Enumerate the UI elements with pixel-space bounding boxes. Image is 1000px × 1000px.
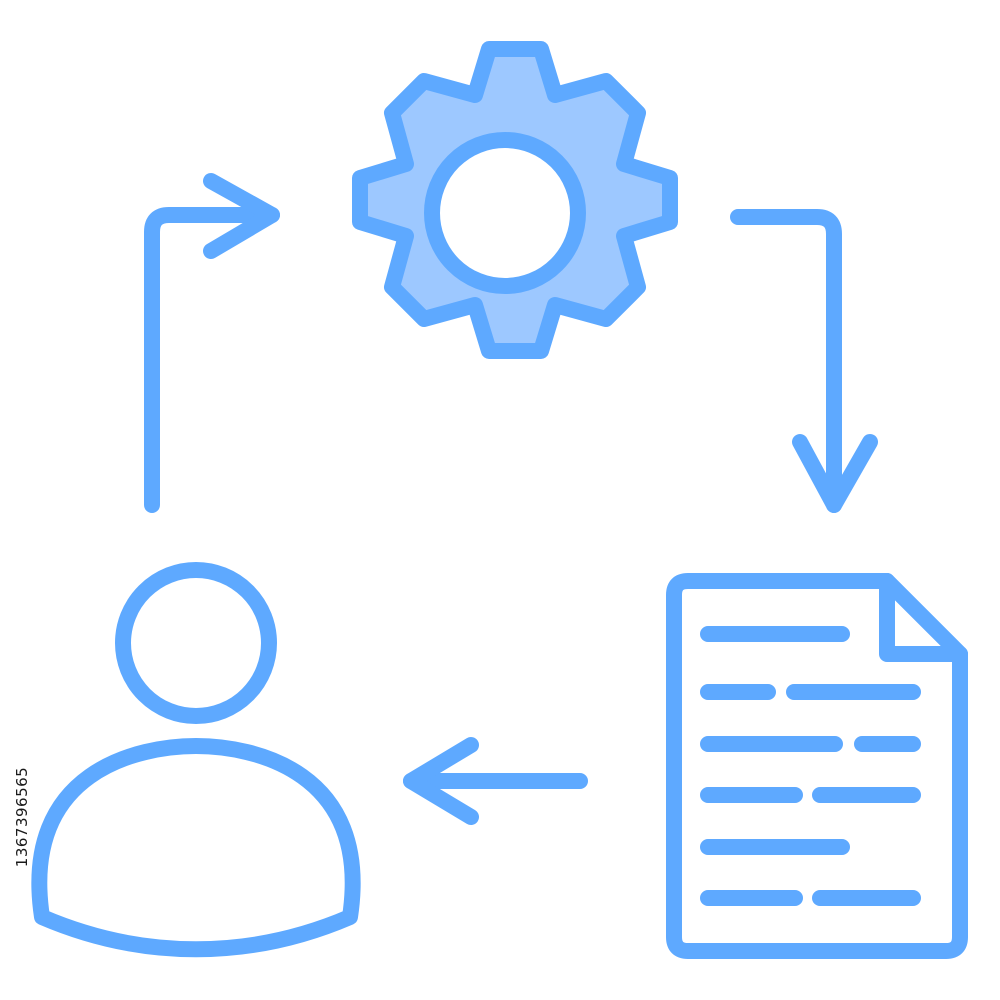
arrow-output-to-user: [403, 737, 588, 825]
arrowhead-left-icon: [403, 737, 479, 825]
user-body: [31, 738, 361, 958]
user-icon: [31, 562, 361, 958]
document-text-lines: [700, 626, 921, 906]
stock-id-label: 1367396565: [10, 752, 34, 882]
user-head: [115, 562, 277, 724]
arrowhead-right-icon: [203, 173, 280, 259]
gear-hole: [424, 132, 586, 294]
gear-icon: [352, 41, 678, 359]
document-icon: [666, 573, 968, 959]
arrowhead-down-icon: [792, 434, 878, 513]
arrow-process-to-output: [730, 209, 878, 513]
stock-id-text: 1367396565: [13, 766, 31, 868]
document-fold: [879, 573, 968, 662]
arrow-user-to-process: [144, 173, 280, 513]
document-page: [666, 573, 968, 959]
